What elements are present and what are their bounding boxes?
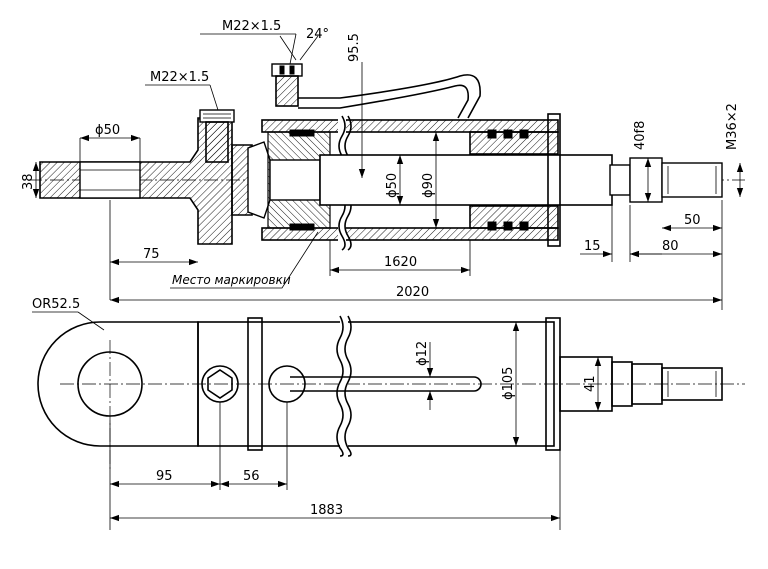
pipe-top (290, 376, 482, 392)
dim-15: 15 (584, 239, 601, 254)
tube-wall-bottom (261, 227, 559, 241)
dim-1883: 1883 (310, 503, 343, 518)
end-cap (231, 144, 253, 216)
dia-105: ϕ105 (501, 367, 516, 400)
dim-56: 56 (243, 469, 260, 484)
dim-38: 38 (21, 173, 36, 190)
dim-1620: 1620 (384, 255, 417, 270)
eye-outline (37, 321, 199, 447)
dim-50: 50 (684, 213, 701, 228)
lock-nut (247, 141, 271, 219)
thread-right-label: M36×2 (725, 103, 740, 150)
dim-80: 80 (662, 239, 679, 254)
piston-rod (319, 154, 613, 206)
plan-view: OR52.5 ϕ12 ϕ105 41 95 56 1883 (32, 297, 745, 530)
thread-left-label: M22×1.5 (150, 70, 209, 85)
dia-50-eye: ϕ50 (95, 123, 120, 138)
dim-41: 41 (583, 375, 598, 392)
rod-end (609, 164, 631, 196)
dim-95-5: 95.5 (347, 33, 362, 62)
dia-50-rod: ϕ50 (385, 173, 400, 198)
dim-2020: 2020 (396, 285, 429, 300)
oil-pipe (298, 74, 481, 119)
gland (469, 131, 559, 155)
dim-95: 95 (156, 469, 173, 484)
top-port-fitting (271, 63, 303, 77)
dia-12: ϕ12 (415, 341, 430, 366)
eye-bore (79, 161, 141, 199)
left-port-fitting (199, 109, 235, 123)
dia-90: ϕ90 (421, 173, 436, 198)
angle-label: 24° (306, 27, 329, 42)
thread-top-label: M22×1.5 (222, 19, 281, 34)
marking-label: Место маркировки (172, 273, 291, 287)
radius-label: OR52.5 (32, 297, 80, 312)
cylinder-body (197, 321, 555, 447)
dim-40f8: 40f8 (633, 121, 648, 150)
dim-75: 75 (143, 247, 160, 262)
section-view: M22×1.5 24° M22×1.5 95.5 ϕ50 38 ϕ50 ϕ90 … (21, 19, 745, 310)
tube-wall-top (261, 119, 559, 133)
